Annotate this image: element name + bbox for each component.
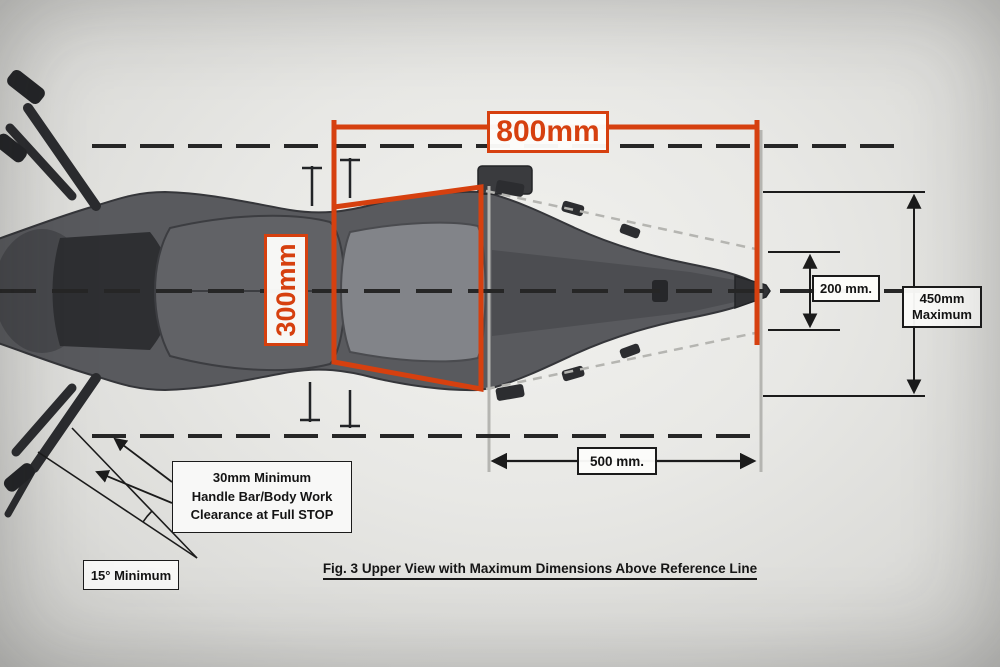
dim-800mm-label: 800mm [487,111,609,153]
dim-300mm-label: 300mm [264,234,308,346]
steering-angle-note: 15° Minimum [83,560,179,590]
clearance-leader-arrows [95,437,173,504]
dim-800mm-text: 800mm [496,115,600,148]
construction-lines [485,130,766,472]
seat-pad [340,221,487,363]
steering-angle-text: 15° Minimum [90,567,172,583]
dim-300mm-text: 300mm [270,243,301,337]
dim-500mm-text: 500 mm. [589,453,645,469]
mount-marks [300,158,360,428]
figure-caption-text: Fig. 3 Upper View with Maximum Dimension… [322,561,758,580]
dim-450mm-label: 450mm Maximum [902,286,982,328]
motorcycle-top-view [0,70,771,518]
figure-caption: Fig. 3 Upper View with Maximum Dimension… [250,561,830,580]
dim-200mm-label: 200 mm. [812,275,880,302]
clearance-note-line3: Clearance at Full STOP [190,507,334,523]
seat-zone-outline [331,184,484,393]
steering-angle-lines [37,427,198,559]
mirror-heads [0,70,45,492]
dimension-200-lines [768,251,840,331]
clearance-note-line2: Handle Bar/Body Work [191,488,333,504]
tail-section [492,250,735,336]
dim-200mm-text: 200 mm. [819,281,873,296]
dim-450mm-qualifier: Maximum [912,307,972,322]
dim-500mm-label: 500 mm. [577,447,657,475]
dim-450mm-value: 450mm [919,290,965,306]
rear-knob [652,280,668,302]
clearance-note: 30mm Minimum Handle Bar/Body Work Cleara… [172,461,352,533]
tail-protrusions [495,180,641,401]
clearance-note-line1: 30mm Minimum [212,469,312,485]
